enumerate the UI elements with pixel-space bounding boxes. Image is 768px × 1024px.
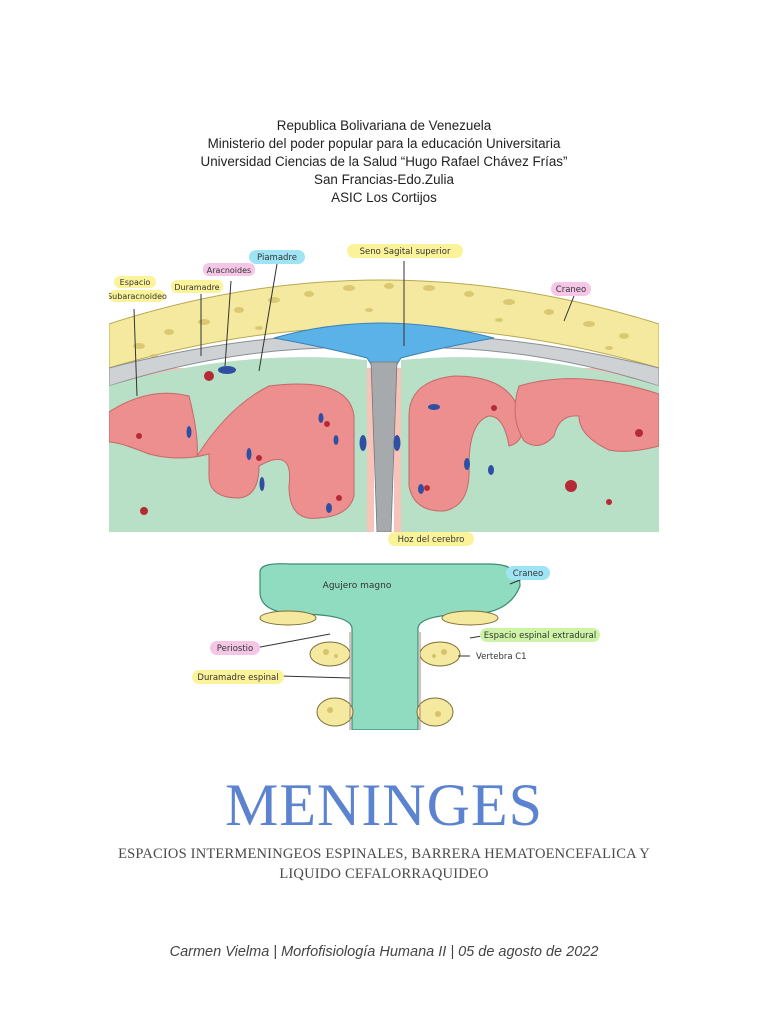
label-periostio: Periostio	[217, 644, 253, 654]
label-agujero-magno: Agujero magno	[323, 581, 392, 591]
header-line-location: San Francias-Edo.Zulia	[314, 172, 454, 187]
institution-header: Republica Bolivariana de Venezuela Minis…	[0, 117, 768, 207]
header-line-university: Universidad Ciencias de la Salud “Hugo R…	[200, 154, 568, 169]
label-espacio-extradural: Espacio espinal extradural	[484, 631, 596, 641]
label-hoz-container: Hoz del cerebro	[388, 532, 474, 546]
document-title: MENINGES	[225, 772, 543, 838]
header-line-ministry: Ministerio del poder popular para la edu…	[207, 136, 561, 151]
header-line-republic: Republica Bolivariana de Venezuela	[276, 118, 492, 133]
label-piamadre: Piamadre	[257, 253, 297, 263]
label-duramadre: Duramadre	[174, 283, 219, 292]
label-espacio: Espacio	[120, 278, 151, 287]
label-craneo-spine: Craneo	[513, 569, 543, 579]
label-vertebra-c1: Vertebra C1	[476, 652, 527, 662]
label-craneo: Craneo	[556, 285, 586, 295]
spinal-illustration: Agujero magno Craneo Periostio Espacio e…	[192, 563, 600, 730]
document-subtitle: ESPACIOS INTERMENINGEOS ESPINALES, BARRE…	[80, 844, 688, 884]
subtitle-line-2: LIQUIDO CEFALORRAQUIDEO	[279, 866, 489, 882]
subtitle-line-1: ESPACIOS INTERMENINGEOS ESPINALES, BARRE…	[118, 846, 650, 862]
meninges-illustration: Espacio Subaracnoideo Duramadre Aracnoid…	[109, 244, 659, 532]
author-footer: Carmen Vielma | Morfofisiología Humana I…	[169, 944, 599, 960]
label-subaracnoideo: Subaracnoideo	[109, 292, 167, 301]
label-seno-sagital: Seno Sagital superior	[360, 247, 451, 257]
label-aracnoides: Aracnoides	[207, 266, 251, 275]
label-duramadre-espinal: Duramadre espinal	[197, 673, 278, 683]
header-line-asic: ASIC Los Cortijos	[331, 190, 437, 205]
label-hoz-del-cerebro: Hoz del cerebro	[398, 535, 465, 545]
